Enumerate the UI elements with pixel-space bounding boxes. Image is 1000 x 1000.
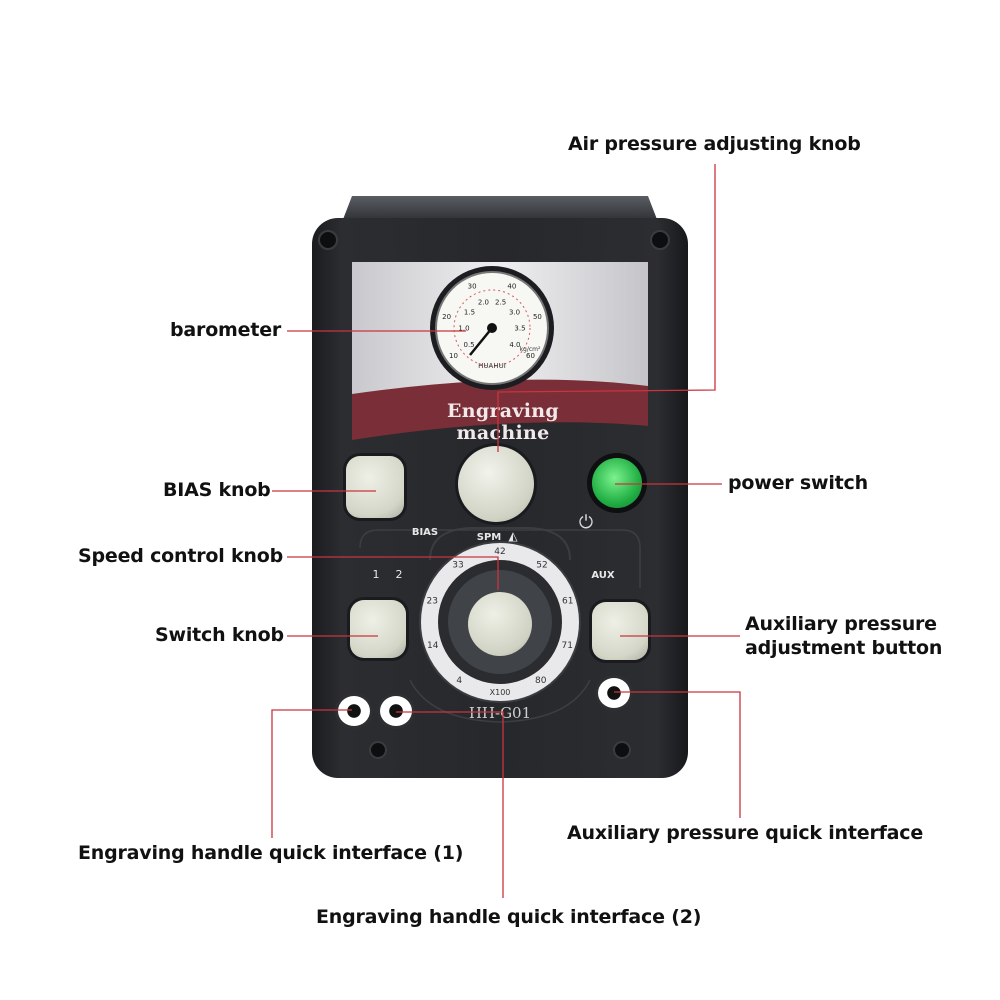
barometer-gauge: 0.5 1.0 1.52.0 2.53.0 3.5 4.0 10 20 30 40 50 60 <box>430 266 554 390</box>
spm-label: SPM <box>476 532 502 543</box>
callout-engraving-interface-1: Engraving handle quick interface (1) <box>78 842 464 864</box>
callout-switch-knob: Switch knob <box>155 624 284 646</box>
speed-dial-tick: 80 <box>535 676 547 686</box>
callout-aux-pressure-button-line2: adjustment button <box>745 637 943 659</box>
callout-speed-control-knob: Speed control knob <box>78 545 283 567</box>
header-label: Engraving machine <box>447 400 559 444</box>
gauge-inner-tick: 2.5 <box>495 298 506 306</box>
callout-barometer: barometer <box>170 319 282 341</box>
callout-aux-pressure-button: Auxiliary pressure adjustment button <box>745 612 942 660</box>
speed-dial-tick: 4 <box>456 676 462 686</box>
aux-pressure-button[interactable] <box>592 602 648 660</box>
callout-aux-quick-interface: Auxiliary pressure quick interface <box>567 822 924 844</box>
top-cover <box>342 196 658 222</box>
leader-interface-2 <box>396 711 504 898</box>
gauge-inner-tick: 3.0 <box>509 308 520 316</box>
gauge-unit: kg/cm² <box>519 346 541 353</box>
gauge-inner-tick: 1.5 <box>464 308 475 316</box>
aux-label: AUX <box>591 570 615 581</box>
air-pressure-knob[interactable] <box>458 446 534 522</box>
speed-control-knob[interactable] <box>468 592 532 656</box>
gauge-outer-tick: 10 <box>449 352 458 360</box>
power-switch-button[interactable] <box>592 458 642 508</box>
speed-dial-tick: 33 <box>452 561 463 571</box>
engraving-interface-2-port[interactable] <box>380 696 412 726</box>
gauge-inner-tick: 2.0 <box>478 298 489 306</box>
header-band <box>352 379 648 440</box>
switch-position-2: 2 <box>395 568 403 581</box>
gauge-outer-tick: 20 <box>442 313 451 321</box>
speed-dial-tick: 42 <box>494 547 505 557</box>
callout-power-switch: power switch <box>728 472 868 494</box>
bias-label: BIAS <box>411 527 439 538</box>
gauge-inner-tick: 3.5 <box>514 325 525 333</box>
dial-multiplier: X100 <box>489 688 511 697</box>
leader-speed <box>287 556 499 590</box>
switch-knob[interactable] <box>350 600 406 658</box>
gauge-outer-tick: 60 <box>526 352 535 360</box>
callout-bias-knob: BIAS knob <box>163 479 271 501</box>
gauge-inner-tick: 4.0 <box>509 341 520 349</box>
callout-air-pressure-knob: Air pressure adjusting knob <box>568 133 861 155</box>
aux-quick-interface-port[interactable] <box>598 678 630 708</box>
speed-dial-tick: 23 <box>427 597 438 607</box>
speed-dial-tick: 14 <box>427 641 439 651</box>
gauge-outer-tick: 40 <box>507 282 516 290</box>
gauge-inner-tick: 1.0 <box>458 325 469 333</box>
gauge-outer-tick: 30 <box>468 282 477 290</box>
model-label: HH-G01 <box>468 704 532 722</box>
callout-aux-pressure-button-line1: Auxiliary pressure <box>745 613 937 635</box>
spm-icon: ◭ <box>508 529 518 543</box>
speed-dial-tick: 71 <box>562 641 573 651</box>
gauge-outer-tick: 50 <box>533 313 542 321</box>
gauge-brand: HUAHUI <box>478 362 506 370</box>
corner-screws <box>318 230 670 759</box>
gauge-inner-tick: 0.5 <box>463 341 474 349</box>
leader-interface-1 <box>271 709 352 838</box>
bias-knob[interactable] <box>346 456 404 518</box>
callout-engraving-interface-2: Engraving handle quick interface (2) <box>316 906 702 928</box>
switch-position-1: 1 <box>372 568 380 581</box>
engraving-interface-1-port[interactable] <box>338 696 370 726</box>
speed-dial-tick: 52 <box>536 561 547 571</box>
leader-aux-interface <box>614 691 741 818</box>
speed-dial-tick: 61 <box>562 597 573 607</box>
leader-air-pressure <box>497 164 716 452</box>
power-icon: ⏻ <box>578 512 594 533</box>
